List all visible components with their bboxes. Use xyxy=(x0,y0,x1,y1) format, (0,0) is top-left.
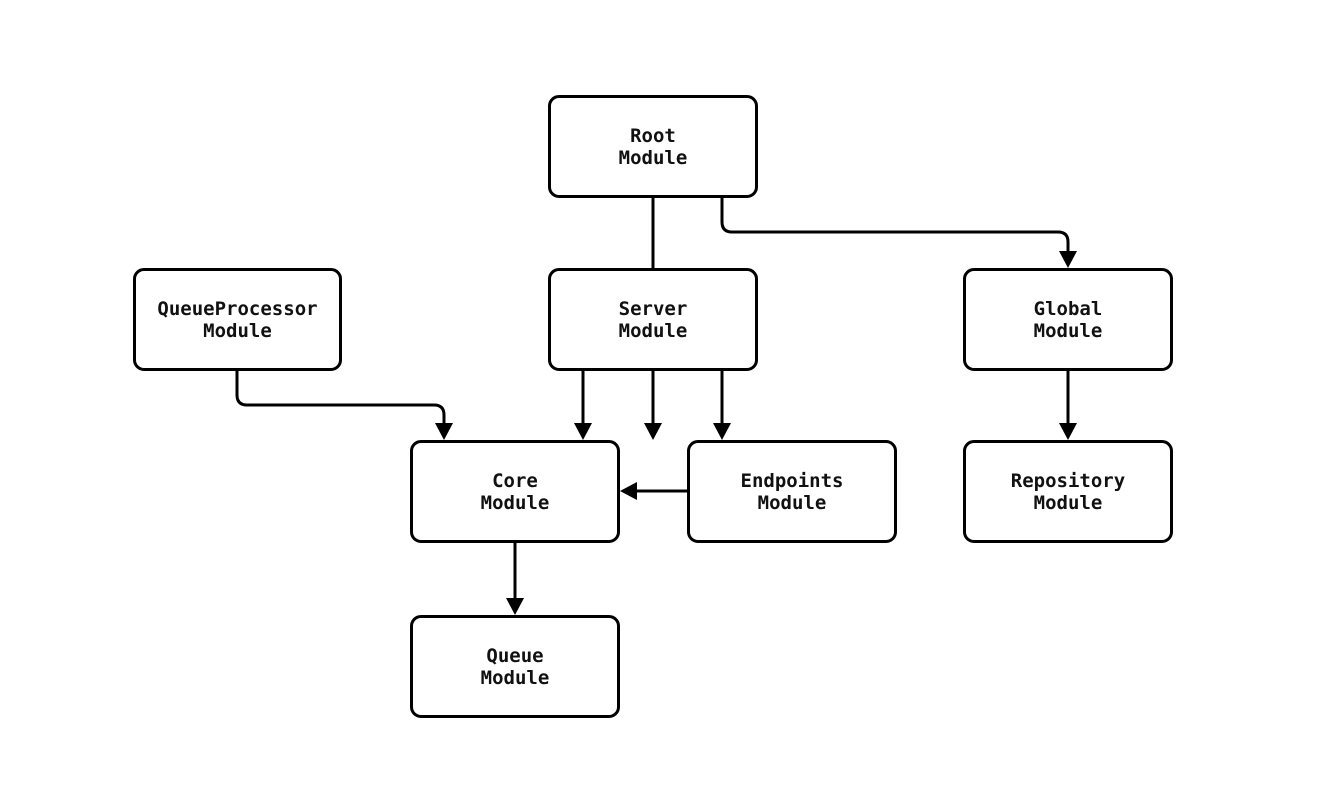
arrowhead-queueprocessor-to-core xyxy=(435,423,453,440)
node-repository-label-line2: Module xyxy=(1033,491,1103,514)
arrowhead-endpoints-to-core xyxy=(620,482,637,500)
edge-root-to-global xyxy=(720,198,1070,260)
node-queue-label-line2: Module xyxy=(480,666,550,689)
node-core-label-line2: Module xyxy=(480,491,550,514)
node-endpoints-label-line1: Endpoints xyxy=(740,469,844,492)
node-root-label-line1: Root xyxy=(630,124,676,147)
node-server-label-line1: Server xyxy=(618,297,688,320)
node-queue-label-line1: Queue xyxy=(486,644,544,667)
edge-queueprocessor-to-core xyxy=(235,371,446,432)
node-repository-label-line1: Repository xyxy=(1010,469,1126,492)
node-core-label-line1: Core xyxy=(492,469,538,492)
arrowhead-server-to-endpoints xyxy=(713,423,731,440)
arrowhead-root-to-global xyxy=(1059,251,1077,268)
node-queueprocessor-label-line2: Module xyxy=(203,319,272,342)
arrowhead-global-to-repository xyxy=(1059,423,1077,440)
node-endpoints-label-line2: Module xyxy=(757,491,827,514)
node-global-label-line1: Global xyxy=(1033,297,1103,320)
node-queueprocessor-label-line1: QueueProcessor xyxy=(157,297,318,320)
arrowhead-server-to-core xyxy=(574,423,592,440)
arrowhead-core-to-queue xyxy=(506,598,524,615)
arrowhead-root-to-server xyxy=(644,423,662,440)
node-server-label-line2: Module xyxy=(618,319,688,342)
node-global-label-line2: Module xyxy=(1033,319,1103,342)
node-root-label-line2: Module xyxy=(618,146,688,169)
